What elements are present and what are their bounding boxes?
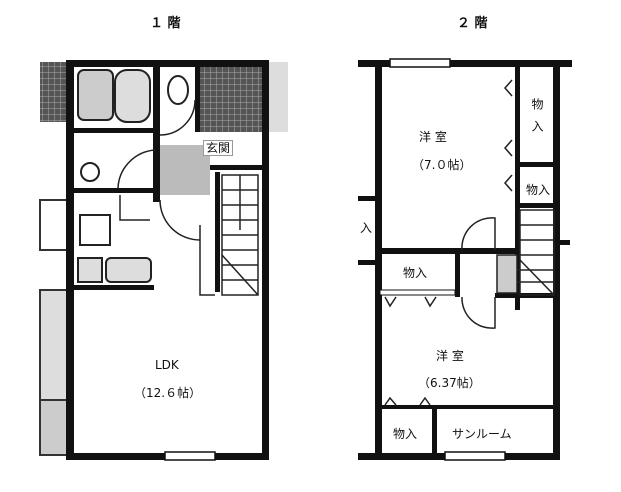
room-label-entrance: 玄関: [203, 140, 234, 156]
washbasin-icon: [114, 69, 151, 123]
room-label-closet-1: 物入: [530, 98, 544, 142]
room-label-closet-2: 物入: [526, 183, 551, 197]
room-label-western-room-1: 洋 室: [419, 130, 447, 144]
neighbor-tile-area: [40, 62, 68, 122]
floor2-title: ２ 階: [457, 16, 488, 31]
washing-machine-icon: [80, 162, 100, 182]
room-label-closet-3: 物入: [403, 266, 428, 280]
room-label-sunroom: サンルーム: [452, 427, 512, 441]
door-swings-floor1: [117, 99, 215, 296]
window: [389, 58, 451, 68]
sink-icon: [105, 257, 152, 283]
room-size-western-room-2: （6.37帖）: [418, 376, 481, 390]
room-size-western-room-1: （7.０帖）: [412, 158, 472, 172]
stove-icon: [77, 257, 103, 283]
door-swings-floor2: [384, 79, 513, 406]
room-label-closet-4: 物入: [393, 427, 418, 441]
stairs-floor1: [221, 174, 259, 296]
hall-floor: [160, 145, 210, 195]
window: [444, 451, 506, 461]
floor1-plan: [39, 60, 288, 461]
room-size-ldk: （12.６帖）: [134, 386, 202, 400]
floor1-title: １ 階: [150, 16, 181, 31]
window: [164, 451, 216, 461]
room-label-western-room-2: 洋 室: [436, 349, 464, 363]
room-label-ldk: LDK: [155, 358, 179, 372]
entrance-tile: [200, 62, 262, 132]
room-label-closet-neighbor: 入: [360, 221, 373, 235]
fridge-icon: [79, 214, 111, 246]
floor2-plan: [358, 58, 572, 461]
toilet-icon: [167, 75, 189, 105]
bathtub-icon: [77, 69, 114, 121]
stairs-floor2: [496, 209, 555, 296]
